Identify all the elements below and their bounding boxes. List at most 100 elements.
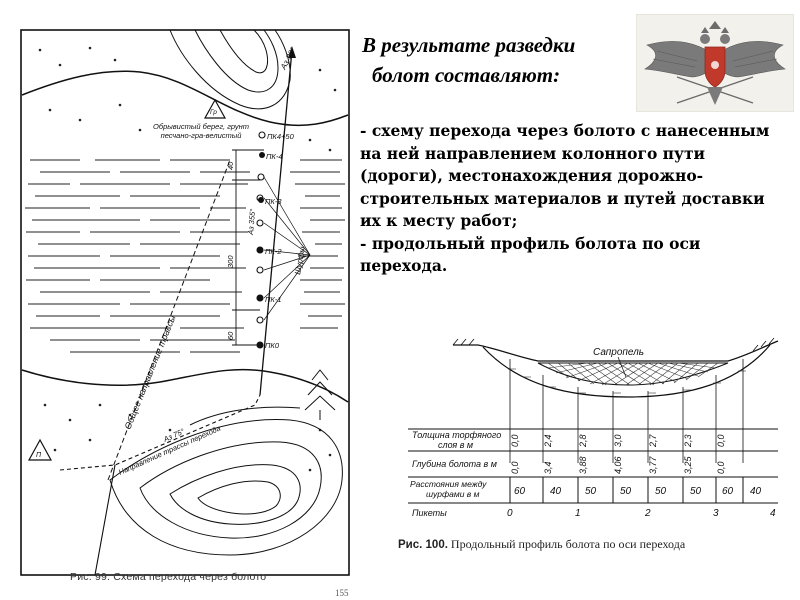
- bullet-item-2: - продольный профиль болота по оси перех…: [360, 233, 701, 276]
- label-p: П: [36, 452, 42, 459]
- distance-value: 50: [585, 486, 597, 497]
- picket-filled-markers: [257, 152, 265, 348]
- contour-line: [194, 29, 279, 93]
- sapropel-leader: [617, 356, 627, 378]
- label-dist-60: 60: [226, 331, 235, 340]
- map-frame: [20, 29, 350, 576]
- sapropel-layer: [537, 362, 729, 386]
- distance-value: 50: [655, 486, 667, 497]
- distance-value: 60: [722, 486, 734, 497]
- emblem-image: [636, 14, 794, 112]
- forest-symbol: [304, 369, 336, 420]
- contour-line: [169, 29, 291, 110]
- row-label-pickets: Пикеты: [412, 508, 447, 518]
- distance-value: 50: [620, 486, 632, 497]
- ground-hatching: [452, 337, 775, 352]
- peat-value: 3,0: [613, 434, 623, 447]
- slide-body: - схему перехода через болото с нанесенн…: [360, 120, 790, 278]
- general-direction-line: [107, 159, 231, 481]
- picket-value: 4: [770, 508, 776, 519]
- sapropel-crosshatch: [547, 362, 719, 386]
- picket-value: 0: [507, 508, 513, 519]
- bog-depth-values: 0,0 3,4 3,88 4,06 3,77 3,25 0,0: [510, 455, 726, 474]
- peat-value: 2,7: [648, 433, 658, 448]
- upper-bank-line: [21, 70, 349, 127]
- page-number: 155: [335, 588, 349, 598]
- depth-value: 3,4: [543, 461, 553, 474]
- distance-value: 40: [550, 486, 562, 497]
- slide-title: В результате разведки болот составляют:: [362, 30, 575, 90]
- label-sapropel: Сапропель: [593, 347, 644, 358]
- ground-surface-line: [453, 340, 779, 362]
- double-headed-eagle-emblem-icon: [644, 21, 786, 105]
- depth-value: 0,0: [510, 461, 520, 474]
- label-pk0: ПК0: [265, 341, 280, 350]
- road-line: [94, 464, 116, 576]
- row-label-peat-1: Толщина торфяного: [412, 430, 501, 440]
- label-pk4-50: ПК4+50: [267, 132, 295, 141]
- longitudinal-profile-drawing: Сапропель Толщина торфяного слоя в м Глу…: [408, 337, 779, 519]
- contour-line: [219, 29, 269, 74]
- profile-table-grid: [408, 428, 778, 504]
- label-bank: Обрывистый берег, грунт песчано-гра-вели…: [153, 122, 249, 140]
- label-gr: Гр: [210, 109, 217, 116]
- slide-title-line2: болот составляют:: [372, 63, 561, 87]
- depth-value: 4,06: [613, 456, 623, 474]
- label-pk3: ПК-3: [265, 197, 282, 206]
- depth-value: 3,77: [648, 455, 658, 474]
- depth-value: 3,25: [683, 455, 693, 474]
- peat-value: 0,0: [716, 434, 726, 447]
- peat-value: 0,0: [510, 434, 520, 447]
- distance-value: 60: [514, 486, 526, 497]
- bog-bottom-line: [482, 344, 771, 398]
- dimension-ticks: [232, 149, 264, 346]
- lower-bank-line: [21, 368, 349, 403]
- figure-100-caption-prefix: Рис. 100.: [398, 539, 448, 551]
- figure-99-crossing-scheme: Аз 30° ПК4+50 ПК-4 ПК-3 ПК-2 ПК-1 ПК0 Гр…: [20, 10, 360, 595]
- label-pk2: ПК-2: [265, 247, 282, 256]
- bullet-item-1: - схему перехода через болото с нанесенн…: [360, 121, 770, 230]
- shurf-leader-lines: [263, 176, 311, 321]
- figure-100-profile: Сапропель Толщина торфяного слоя в м Глу…: [398, 335, 793, 560]
- contour-line: [139, 441, 322, 539]
- survey-axis-line: [259, 49, 293, 396]
- figure-100-caption-text: Продольный профиль болота по оси переход…: [450, 537, 686, 551]
- depth-value: 0,0: [716, 461, 726, 474]
- contour-line: [109, 419, 343, 556]
- crossing-scheme-drawing: Аз 30° ПК4+50 ПК-4 ПК-3 ПК-2 ПК-1 ПК0 Гр…: [20, 29, 350, 576]
- depth-value: 3,88: [578, 456, 588, 474]
- sand-triangle-icon: [27, 438, 53, 461]
- quarry-triangle-icon: [203, 98, 227, 119]
- slide-title-line1: В результате разведки: [362, 33, 576, 57]
- peat-value: 2,3: [683, 434, 693, 448]
- contour-line: [189, 406, 301, 426]
- peat-thickness-values: 0,0 2,4 2,8 3,0 2,7 2,3 0,0: [510, 433, 726, 448]
- distance-values: 60 40 50 50 50 50 60 40: [514, 486, 762, 497]
- contour-line: [169, 464, 301, 525]
- distance-value: 50: [690, 486, 702, 497]
- marsh-hatching: [25, 159, 345, 353]
- picket-value: 1: [575, 508, 581, 519]
- picket-value: 2: [644, 508, 651, 519]
- picket-value: 3: [713, 508, 719, 519]
- picket-markers: [256, 131, 266, 349]
- label-pk4: ПК-4: [266, 152, 283, 161]
- peat-value: 2,4: [543, 434, 553, 448]
- label-dist-300: 300: [226, 255, 235, 268]
- row-label-peat-2: слоя в м: [438, 440, 473, 450]
- row-label-depth: Глубина болота в м: [412, 459, 497, 469]
- label-az355: Аз 355°: [246, 208, 257, 236]
- label-dist-40: 40: [226, 161, 235, 170]
- figure-99-caption: Рис. 99. Схема перехода через болото: [70, 571, 267, 583]
- route-direction-line: [59, 394, 261, 471]
- distance-value: 40: [750, 486, 762, 497]
- row-label-distance-2: шурфами в м: [426, 489, 480, 499]
- label-pk1: ПК-1: [265, 295, 282, 304]
- north-arrow-head: [288, 46, 296, 58]
- contour-line: [197, 480, 281, 515]
- label-az30: Аз 30°: [278, 45, 298, 71]
- label-shurfy: Шурфы: [293, 246, 307, 276]
- peat-dashes: [508, 368, 746, 394]
- bank-label-box: Обрывистый берег, грунт песчано-гра-вели…: [153, 122, 249, 140]
- row-label-distance-1: Расстояния между: [410, 479, 487, 489]
